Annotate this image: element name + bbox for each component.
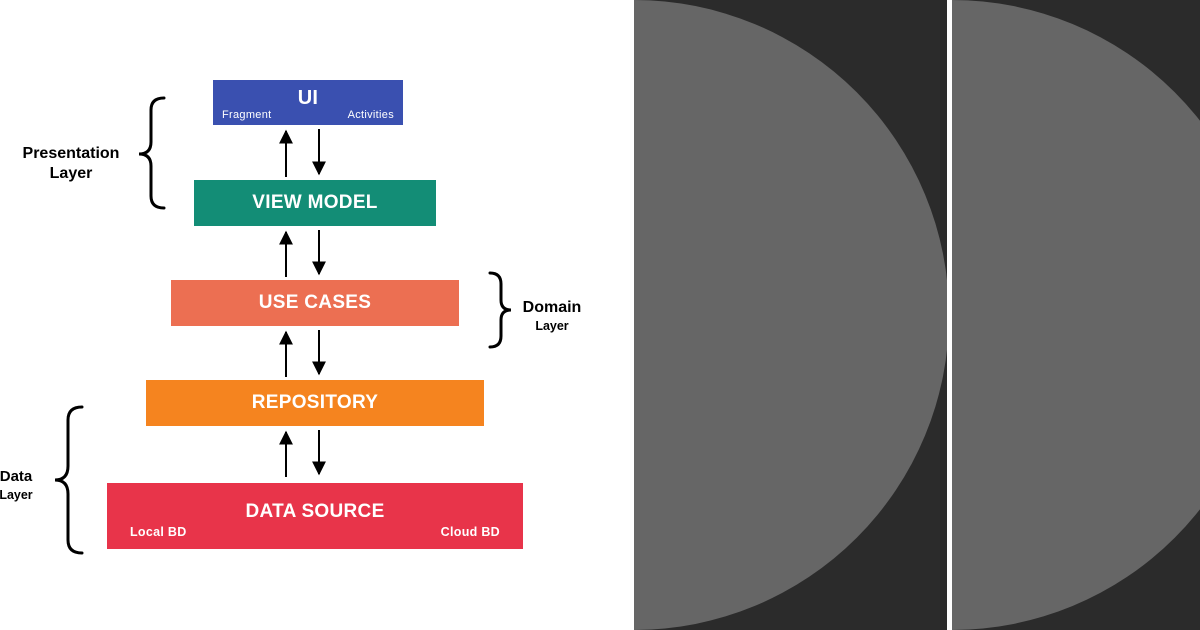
half-circles-decor [634, 0, 1200, 630]
domain-label-line1: Domain [522, 299, 582, 316]
data-brace-icon [54, 405, 84, 555]
ui-layer-box: UI Fragment Activities [213, 80, 403, 125]
repository-layer-box: REPOSITORY [146, 380, 484, 426]
data-source-cloud-note: Cloud BD [440, 525, 500, 539]
connectors-overlay [54, 96, 512, 555]
data-label-line1: Data [0, 468, 33, 485]
presentation-brace-icon [138, 96, 166, 210]
domain-brace-icon [488, 271, 512, 349]
data-source-layer-box: DATA SOURCE Local BD Cloud BD [107, 483, 523, 549]
ui-activities-note: Activities [347, 109, 394, 121]
half-circle-shape [634, 0, 949, 630]
data-source-local-note: Local BD [130, 525, 187, 539]
view-model-layer-title: VIEW MODEL [252, 192, 378, 213]
ui-fragment-note: Fragment [222, 109, 272, 121]
presentation-label-line1: Presentation [22, 145, 120, 162]
data-layer-label: Data Layer [0, 468, 46, 504]
half-circle-shape [952, 0, 1200, 630]
use-cases-layer-title: USE CASES [258, 292, 372, 313]
ui-layer-title: UI [297, 87, 319, 109]
data-source-layer-title: DATA SOURCE [245, 501, 385, 522]
panel-divider [947, 0, 952, 630]
architecture-diagram: UI Fragment Activities VIEW MODEL USE CA… [0, 80, 592, 555]
domain-label-line2: Layer [535, 319, 569, 333]
view-model-layer-box: VIEW MODEL [194, 180, 436, 226]
domain-layer-label: Domain Layer [512, 299, 592, 335]
use-cases-layer-box: USE CASES [171, 280, 459, 326]
data-label-line2: Layer [0, 488, 33, 502]
repository-layer-title: REPOSITORY [251, 392, 379, 413]
presentation-layer-label: Presentation Layer [8, 144, 134, 184]
right-decor-panel [634, 0, 1200, 630]
presentation-label-line2: Layer [49, 165, 93, 182]
